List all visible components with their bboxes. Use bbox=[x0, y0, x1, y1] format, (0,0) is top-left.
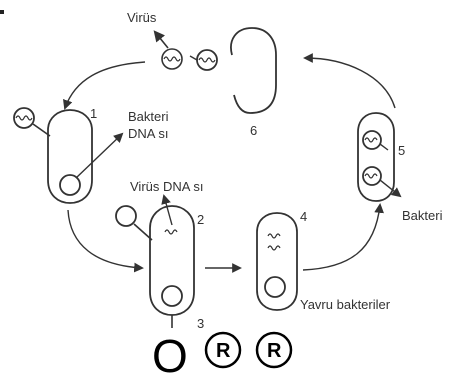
corner-mark bbox=[0, 10, 4, 14]
bacterium-2 bbox=[116, 196, 194, 328]
step-4: 4 bbox=[300, 209, 307, 224]
registered-mark-2-letter: R bbox=[267, 340, 282, 362]
label-bacteria: Bakteri bbox=[402, 208, 443, 223]
arrow-5-to-6 bbox=[305, 58, 395, 108]
label-virus: Virüs bbox=[127, 10, 157, 25]
step-2: 2 bbox=[197, 212, 204, 227]
bacterium-5 bbox=[358, 113, 400, 201]
bacterium-4 bbox=[257, 213, 297, 310]
label-bacteria-dna-1: Bakteri bbox=[128, 109, 169, 124]
step-3: 3 bbox=[197, 316, 204, 331]
footer-letter: O bbox=[152, 330, 188, 376]
arrow-virus-to-1 bbox=[65, 62, 145, 108]
free-virus bbox=[155, 32, 182, 69]
label-virus-dna: Virüs DNA sı bbox=[130, 179, 203, 194]
registered-mark-2: R bbox=[257, 333, 291, 367]
step-6: 6 bbox=[250, 123, 257, 138]
bacterium-6 bbox=[190, 28, 276, 113]
step-5: 5 bbox=[398, 143, 405, 158]
registered-mark-1: R bbox=[206, 333, 240, 367]
label-bacteria-dna-2: DNA sı bbox=[128, 126, 168, 141]
label-offspring-bacteria: Yavru bakteriler bbox=[300, 297, 391, 312]
registered-mark-1-letter: R bbox=[216, 340, 231, 362]
step-1: 1 bbox=[90, 106, 97, 121]
bacterium-1 bbox=[14, 108, 122, 203]
arrow-4-to-5 bbox=[303, 205, 380, 270]
arrow-1-to-2 bbox=[68, 210, 142, 268]
